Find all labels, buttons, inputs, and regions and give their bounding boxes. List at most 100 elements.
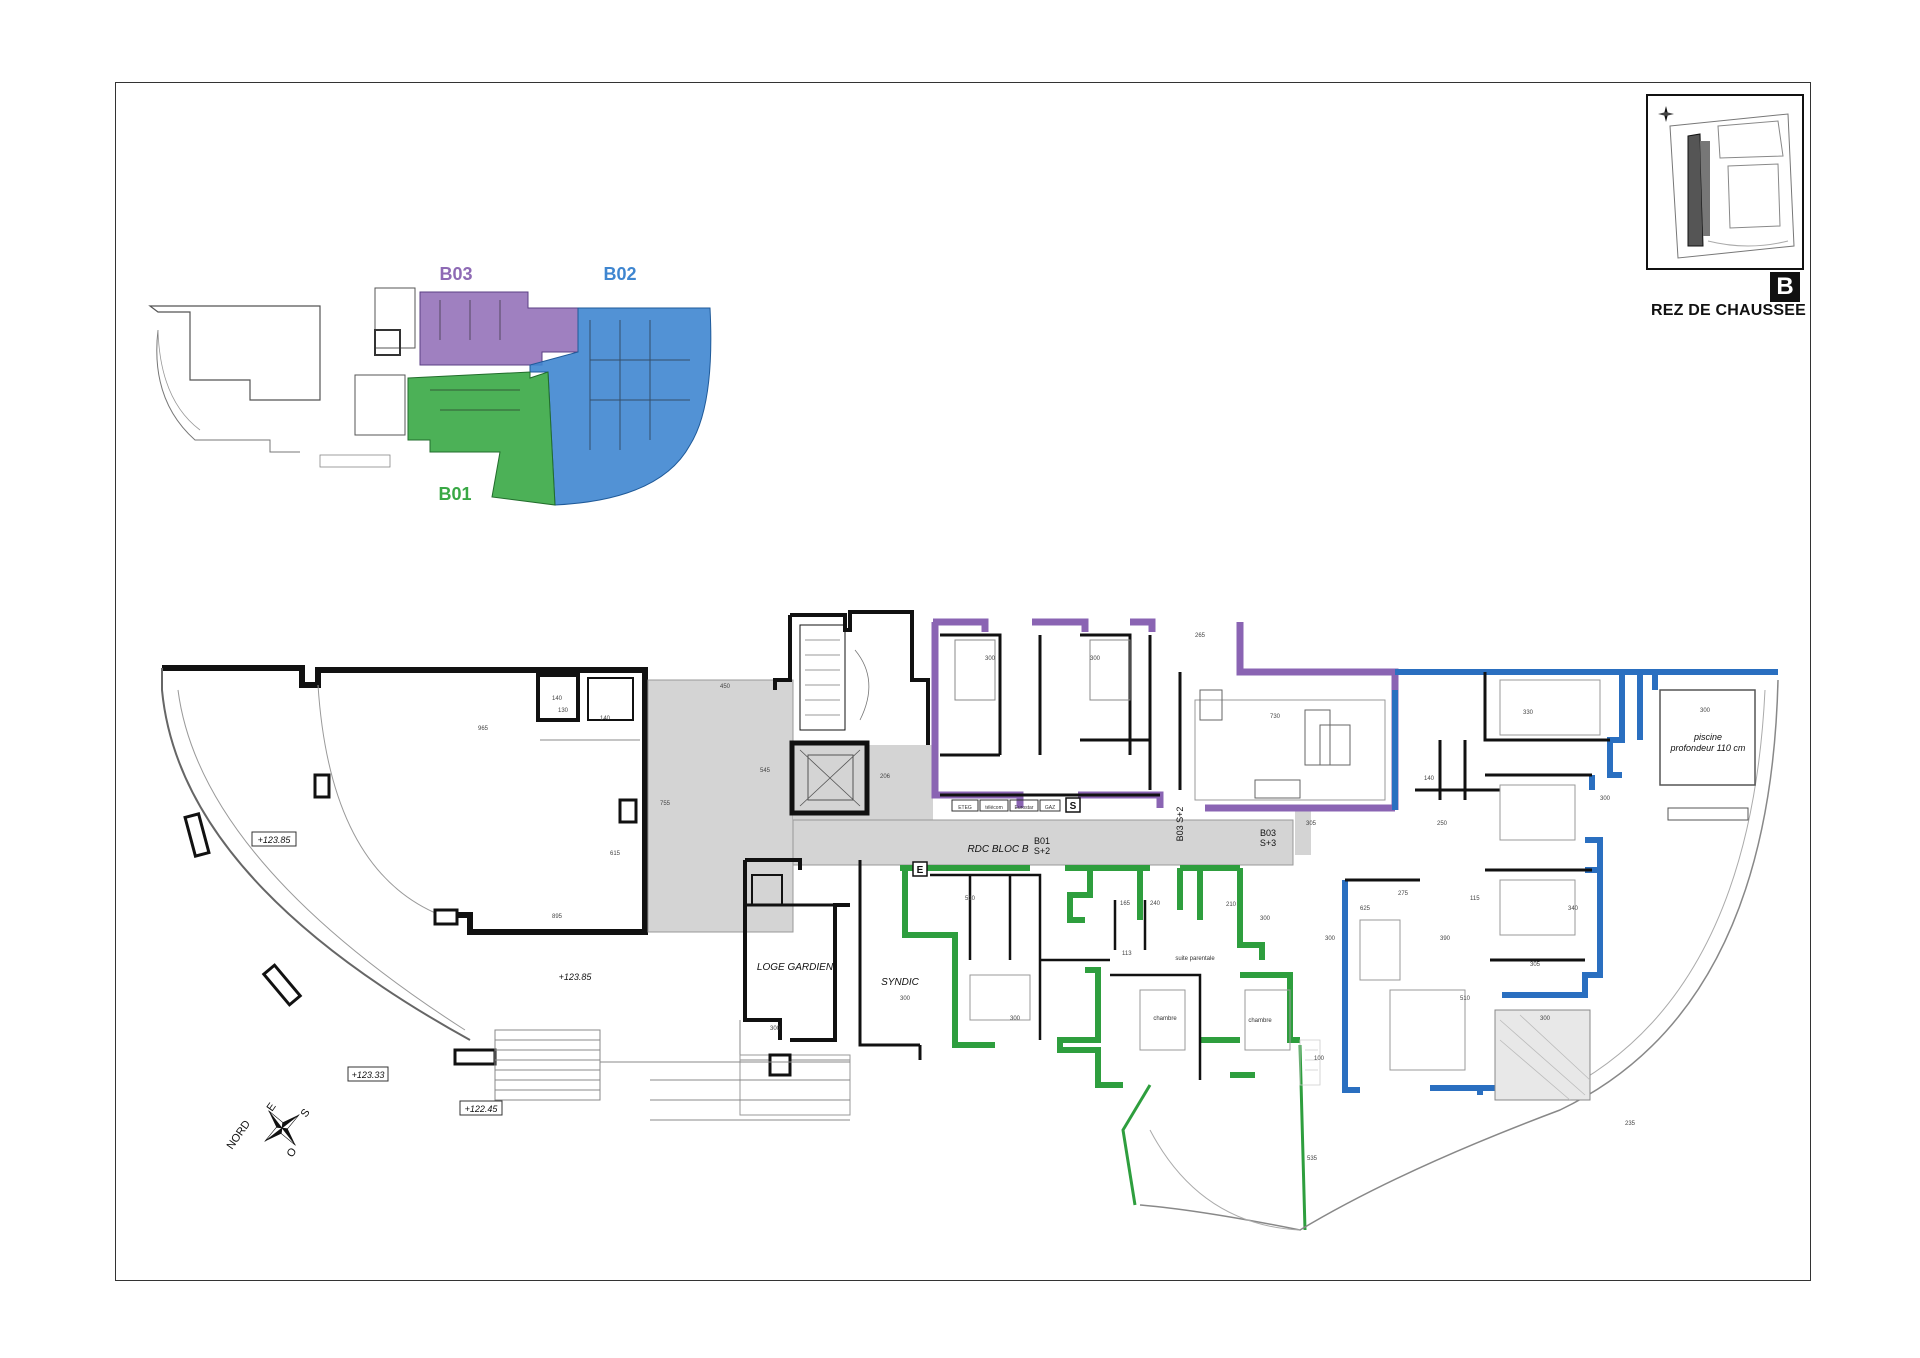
svg-text:300: 300 xyxy=(1260,916,1271,922)
left-building xyxy=(161,665,648,1066)
svg-text:300: 300 xyxy=(1540,1016,1551,1022)
svg-text:+123.85: +123.85 xyxy=(559,972,593,982)
svg-text:300: 300 xyxy=(900,996,911,1002)
room-label-chambre-2: chambre xyxy=(1248,1018,1272,1024)
svg-text:250: 250 xyxy=(1437,821,1448,827)
loge-gardien-label: LOGE GARDIEN xyxy=(757,962,834,973)
svg-text:510: 510 xyxy=(1460,996,1471,1002)
svg-text:730: 730 xyxy=(1270,714,1281,720)
landscaping-hatch xyxy=(1299,1039,1321,1086)
stair-b01-marker: B01 S+2 xyxy=(1034,836,1050,856)
svg-text:755: 755 xyxy=(660,801,671,807)
svg-text:300: 300 xyxy=(1600,796,1611,802)
key-plan-b03-zone xyxy=(419,291,579,366)
svg-text:330: 330 xyxy=(1523,710,1534,716)
unit-b03 xyxy=(931,618,1399,812)
stair-b03-marker: B03 S+2 xyxy=(1175,807,1185,842)
svg-text:450: 450 xyxy=(720,684,731,690)
svg-text:390: 390 xyxy=(1440,936,1451,942)
level-tag-1: +123.85 xyxy=(251,831,297,847)
svg-text:625: 625 xyxy=(1360,906,1371,912)
svg-text:300: 300 xyxy=(770,1026,781,1032)
svg-text:140: 140 xyxy=(600,716,611,722)
stair-b03-right-marker: B03 S+3 xyxy=(1260,828,1276,848)
svg-text:300: 300 xyxy=(1325,936,1336,942)
utility-label-1: ETEG xyxy=(958,805,972,811)
svg-text:140: 140 xyxy=(552,696,563,702)
key-map-compass-icon xyxy=(1658,106,1674,122)
key-plan-label-b02: B02 xyxy=(603,264,636,284)
corridor-label: RDC BLOC B xyxy=(967,844,1028,855)
svg-text:895: 895 xyxy=(552,914,563,920)
svg-text:piscine: piscine xyxy=(1693,732,1722,742)
svg-text:+123.33: +123.33 xyxy=(352,1070,385,1080)
compass-s: S xyxy=(299,1107,313,1120)
marker-e: E xyxy=(912,861,928,877)
svg-text:113: 113 xyxy=(1122,951,1132,957)
key-plan xyxy=(148,287,712,506)
utility-label-4: GAZ xyxy=(1045,805,1055,811)
svg-text:115: 115 xyxy=(1470,896,1480,902)
svg-text:S: S xyxy=(1070,801,1077,812)
stair-core xyxy=(773,610,930,816)
level-tag-2: +123.85 xyxy=(559,972,593,982)
compass-e: E xyxy=(265,1101,279,1114)
svg-text:B01: B01 xyxy=(1034,836,1050,846)
room-label-chambre-1: chambre xyxy=(1153,1016,1177,1022)
svg-text:965: 965 xyxy=(478,726,489,732)
svg-text:profondeur 110 cm: profondeur 110 cm xyxy=(1670,743,1746,753)
svg-text:545: 545 xyxy=(760,768,771,774)
site-key-map xyxy=(1646,94,1804,270)
svg-text:206: 206 xyxy=(880,774,891,780)
svg-text:615: 615 xyxy=(610,851,621,857)
svg-text:130: 130 xyxy=(558,708,569,714)
entrance-steps xyxy=(494,1029,850,1121)
north-arrow-icon xyxy=(264,1110,300,1146)
compass-nord: NORD xyxy=(225,1118,253,1151)
level-tag-3: +123.33 xyxy=(347,1066,389,1082)
svg-text:165: 165 xyxy=(1120,901,1131,907)
svg-text:100: 100 xyxy=(1314,1056,1325,1062)
sheet-title: REZ DE CHAUSSEE xyxy=(1650,302,1806,319)
common-areas xyxy=(647,679,1311,933)
svg-text:140: 140 xyxy=(1424,776,1435,782)
key-plan-label-b03: B03 xyxy=(439,264,472,284)
svg-text:B03 S+2: B03 S+2 xyxy=(1175,807,1185,842)
svg-text:S+3: S+3 xyxy=(1260,838,1276,848)
svg-text:340: 340 xyxy=(1568,906,1579,912)
svg-text:510: 510 xyxy=(965,896,976,902)
svg-text:300: 300 xyxy=(1090,656,1101,662)
compass-o: O xyxy=(285,1145,300,1159)
svg-text:535: 535 xyxy=(1307,1156,1318,1162)
ground-offices xyxy=(739,858,922,1116)
utility-boxes xyxy=(951,799,1061,812)
svg-text:+123.85: +123.85 xyxy=(258,835,292,845)
svg-text:S+2: S+2 xyxy=(1034,846,1050,856)
utility-label-2: télécom xyxy=(985,805,1003,811)
pool-label: piscine profondeur 110 cm xyxy=(1670,732,1746,753)
svg-text:+122.45: +122.45 xyxy=(465,1104,499,1114)
svg-text:235: 235 xyxy=(1625,1121,1636,1127)
svg-text:240: 240 xyxy=(1150,901,1161,907)
site-key-map-drawing xyxy=(1658,106,1795,259)
level-tag-4: +122.45 xyxy=(459,1100,503,1116)
syndic-label: SYNDIC xyxy=(881,977,920,988)
bloc-letter: B xyxy=(1770,272,1800,302)
svg-text:B03: B03 xyxy=(1260,828,1276,838)
pool-terrace xyxy=(1139,670,1779,1231)
svg-text:300: 300 xyxy=(1700,708,1711,714)
svg-text:E: E xyxy=(917,865,924,876)
unit-b01 xyxy=(900,865,1307,1231)
dimension-labels: 965 450 130 140 140 615 895 755 545 206 … xyxy=(478,633,1711,1162)
room-label-suite: suite parentale xyxy=(1175,956,1215,962)
drawing-frame xyxy=(115,82,1811,1281)
svg-text:300: 300 xyxy=(985,656,996,662)
marker-s: S xyxy=(1065,797,1081,813)
title-block: B REZ DE CHAUSSEE xyxy=(1646,94,1806,324)
svg-text:305: 305 xyxy=(1530,962,1541,968)
svg-text:210: 210 xyxy=(1226,902,1237,908)
key-plan-label-b01: B01 xyxy=(438,484,471,504)
utility-label-3: Eurostar xyxy=(1015,805,1034,811)
svg-text:275: 275 xyxy=(1398,891,1409,897)
